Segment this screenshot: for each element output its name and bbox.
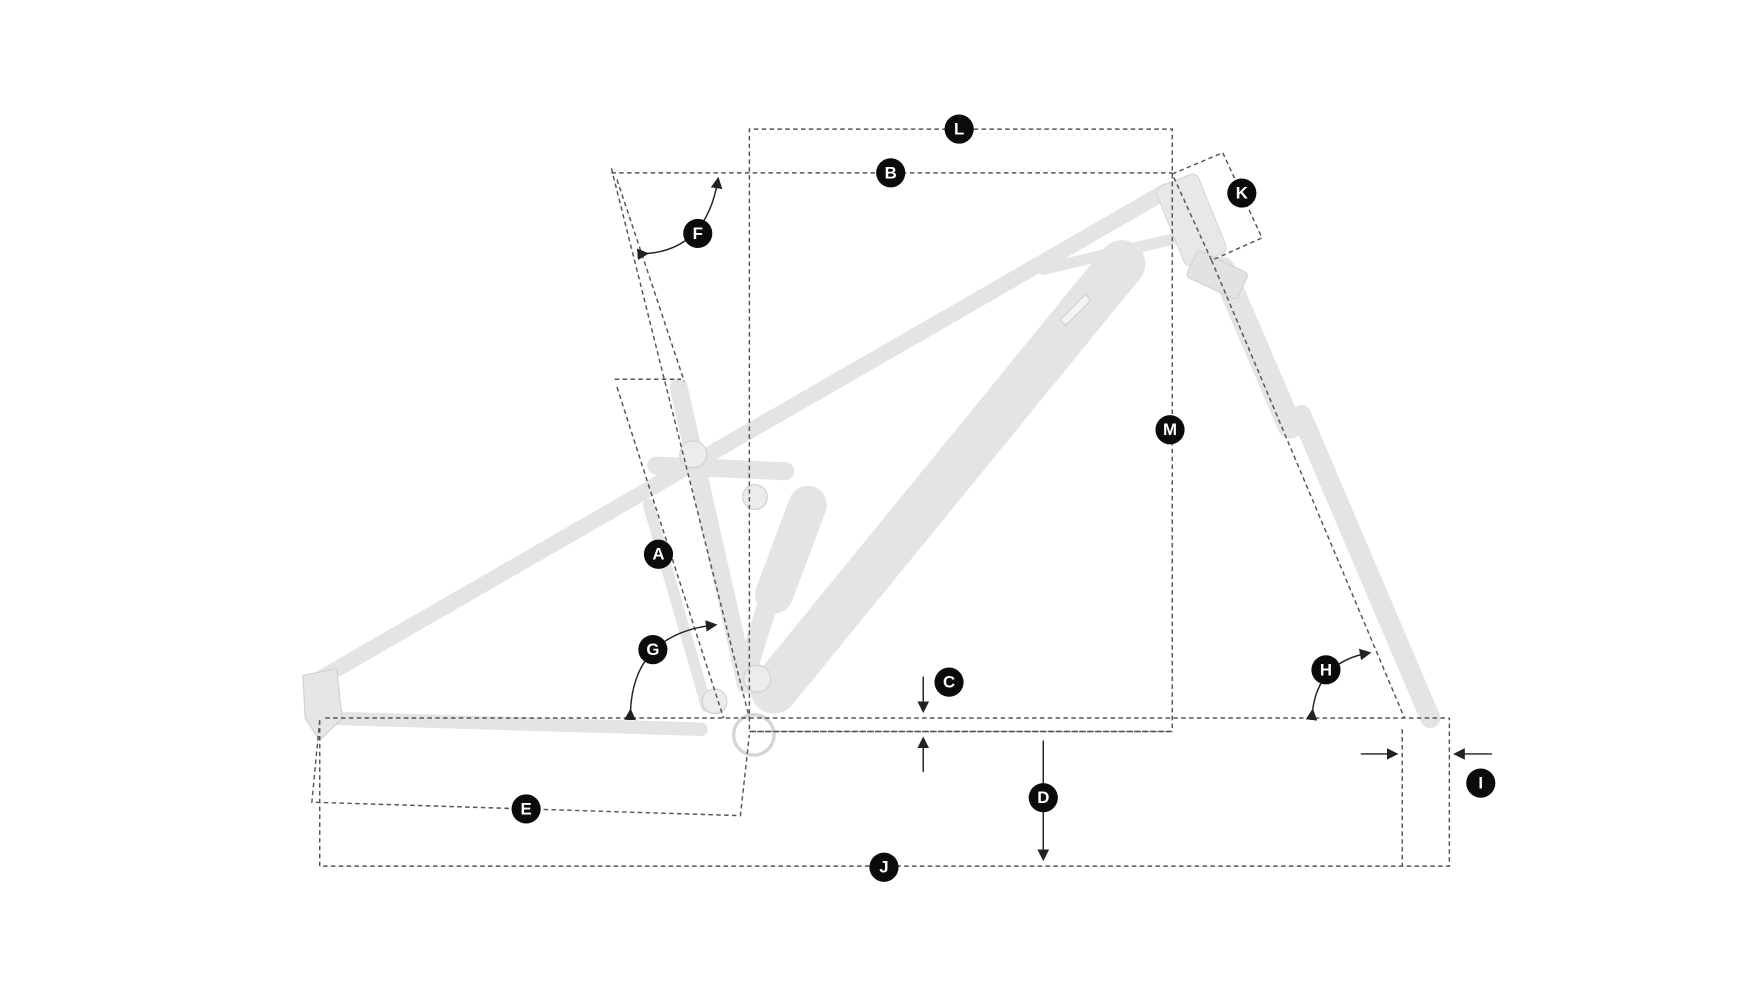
svg-text:J: J — [879, 858, 888, 877]
fork-lower — [1291, 405, 1441, 729]
dim-seat-angle-line2 — [616, 179, 685, 382]
badge-l: L — [944, 114, 974, 144]
pivot-stay — [701, 688, 728, 715]
svg-text:H: H — [1320, 660, 1332, 679]
fork-crown — [1186, 250, 1248, 300]
svg-text:B: B — [885, 163, 897, 182]
badge-a: A — [643, 539, 674, 569]
badge-f: F — [683, 218, 713, 249]
pivot-rocker — [679, 440, 708, 469]
badge-m: M — [1155, 415, 1185, 445]
chainstay — [318, 711, 708, 736]
dim-fork-axis — [1210, 260, 1406, 719]
badge-k: K — [1227, 178, 1257, 208]
badge-i: I — [1466, 768, 1496, 798]
pivot-main — [743, 664, 772, 693]
bottom-bracket — [731, 712, 776, 757]
badge-b: B — [876, 158, 906, 188]
rocker-link — [647, 456, 795, 481]
head-tube — [1156, 173, 1227, 267]
svg-text:I: I — [1478, 774, 1483, 793]
svg-text:D: D — [1037, 788, 1049, 807]
svg-text:G: G — [646, 640, 659, 659]
shock-mount — [735, 573, 785, 684]
seatstay — [642, 499, 713, 713]
svg-text:L: L — [954, 120, 964, 139]
svg-text:E: E — [521, 799, 532, 818]
top-tube — [311, 182, 1175, 687]
badge-e: E — [511, 794, 541, 824]
badge-j: J — [869, 852, 899, 882]
svg-text:M: M — [1163, 420, 1177, 439]
cable-port — [1059, 293, 1092, 327]
badge-h: H — [1311, 655, 1341, 685]
svg-text:K: K — [1236, 184, 1248, 203]
seat-tube — [669, 378, 755, 694]
svg-text:C: C — [943, 673, 955, 692]
badge-c: C — [934, 667, 964, 697]
bike-frame — [302, 173, 1441, 757]
badge-g: G — [638, 635, 668, 665]
pivot-shock — [742, 484, 768, 510]
dim-j-wheelbase — [318, 718, 1451, 867]
dim-l-reach-box — [748, 128, 1174, 733]
down-tube — [750, 240, 1146, 714]
svg-text:A: A — [652, 545, 664, 564]
badge-d: D — [1028, 783, 1058, 813]
rear-dropout — [302, 668, 343, 742]
dim-e-chainstay — [311, 720, 751, 817]
svg-text:F: F — [693, 224, 703, 243]
dim-seat-angle-line — [610, 168, 751, 719]
